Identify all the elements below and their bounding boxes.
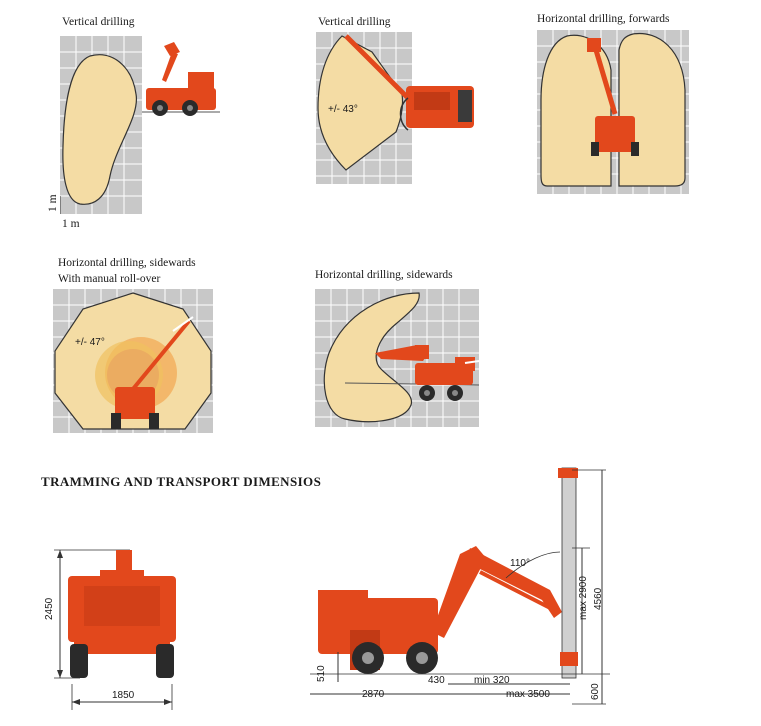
panel-2-diagram: +/- 43°: [316, 32, 474, 184]
max-height-label: max 2900: [578, 576, 589, 620]
panel-2-title: Vertical drilling: [318, 16, 391, 28]
front-height-label: 2450: [44, 597, 55, 620]
panel-5-title: Horizontal drilling, sidewards: [315, 269, 453, 281]
scale-horizontal-label: 1 m: [62, 218, 80, 230]
panel-1-title: Vertical drilling: [62, 16, 135, 28]
side-view-diagram: 110°: [310, 467, 610, 705]
front-view-diagram: [54, 549, 176, 710]
panel-2-angle: +/- 43°: [328, 104, 358, 115]
panel-1-diagram: [60, 36, 220, 214]
max-reach-label: max 3500: [506, 689, 550, 700]
section-heading: TRAMMING AND TRANSPORT DIMENSIOS: [41, 474, 322, 489]
boom-angle-label: 110°: [510, 558, 530, 569]
panel-3-diagram: [537, 30, 689, 194]
total-height-label: 4560: [593, 587, 604, 610]
below-ground-label: 600: [590, 683, 601, 700]
panel-5-diagram: [315, 289, 479, 427]
panel-4-title-line1: Horizontal drilling, sidewards: [58, 257, 196, 269]
panel-4-diagram: +/- 47°: [53, 289, 213, 433]
side-clearance-label: 510: [316, 665, 327, 682]
side-offset-label: 430: [428, 675, 445, 686]
scale-vertical-label: 1 m: [47, 194, 59, 212]
panel-4-angle: +/- 47°: [75, 337, 105, 348]
panel-4-title-line2: With manual roll-over: [58, 273, 161, 285]
min-reach-label: min 320: [474, 675, 510, 686]
panel-3-title: Horizontal drilling, forwards: [537, 13, 670, 25]
side-length-label: 2870: [362, 689, 385, 700]
front-width-label: 1850: [112, 690, 135, 701]
